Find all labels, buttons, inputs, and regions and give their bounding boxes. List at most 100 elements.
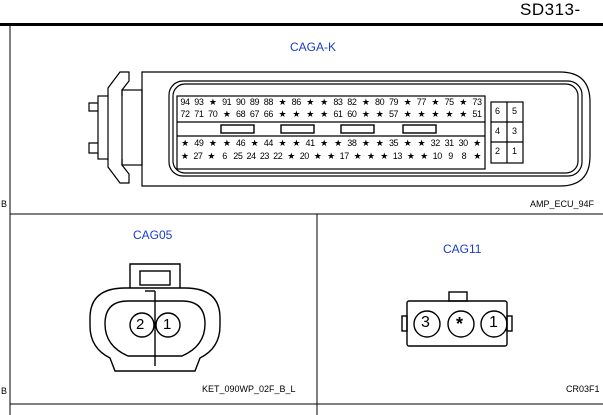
pin-cell: 9 [448,151,453,161]
pin-cell: ★ [278,138,287,148]
pin-cell: 30 [458,138,468,148]
pin-cell: ★ [222,138,231,148]
pin-cell: 75 [444,97,455,107]
cag11-pin-circles [413,310,508,338]
pin-cell: 27 [193,151,203,161]
pin-cell: 32 [430,138,441,148]
pin-cell: 49 [194,138,204,148]
pin-cell: 17 [339,151,350,161]
pin-cell: ★ [417,138,426,148]
side-pin: 2 [495,146,501,156]
pin-cell: ★ [292,109,301,119]
pin-cell: 79 [388,97,399,107]
ecu-connector-body [88,71,591,187]
side-pin: 5 [512,106,518,116]
cag11-pin: 3 [421,314,430,331]
pin-cell: ★ [181,138,189,148]
cag05-pin-circles [129,312,181,338]
pin-cell: 82 [347,97,357,107]
edge-mark-b-1: B [1,199,8,209]
pin-cell: 23 [259,151,270,161]
pin-cell: 93 [194,97,204,107]
pin-cell: ★ [403,138,412,148]
edge-mark-b-2: B [1,386,8,396]
pin-cell: ★ [327,151,335,161]
pin-cell: 83 [333,97,343,107]
pin-cell: 70 [208,109,218,119]
pin-cell: 67 [249,109,260,119]
pin-cell: 25 [233,151,243,161]
pin-cell: ★ [406,151,415,161]
pin-cell: ★ [375,138,384,148]
pin-cell: ★ [278,97,287,107]
pin-cell: ★ [375,109,384,119]
side-pin: 3 [512,126,518,136]
top-rule [0,23,603,26]
pin-cell: ★ [306,97,314,107]
key-slots [220,124,437,134]
pin-cell: 51 [472,109,482,119]
side-pin: 6 [495,106,501,116]
pin-cell: 66 [263,109,274,119]
diagram-frame: CAGA-K AMP_ECU_94F B CAG05 KET_090WP_02F… [0,26,603,415]
pin-cell: ★ [459,97,467,107]
pin-cell: ★ [320,138,328,148]
cag11-part-code: CR03F1 [566,384,600,394]
pin-cell: 8 [461,151,467,161]
pin-cell: ★ [222,109,231,119]
pin-cell: 72 [180,109,190,119]
cag11-title: CAG11 [443,242,482,256]
pin-cell: 44 [263,138,274,148]
side-pin: 4 [495,126,501,136]
cag11-pin: 1 [489,314,498,331]
pin-cell: 91 [222,97,232,107]
pin-cell: 86 [291,97,302,107]
pin-cell: 38 [347,138,357,148]
pin-cell: ★ [208,97,217,107]
pin-cell: 89 [249,97,260,107]
pin-cell: ★ [459,109,467,119]
pin-cell: 13 [392,151,403,161]
pin-cell: ★ [473,138,481,148]
side-pin: 1 [512,146,518,156]
pin-cell: 68 [235,109,246,119]
pin-cell: ★ [431,97,440,107]
pin-cell: ★ [361,109,370,119]
pin-cell: 90 [235,97,246,107]
pin-cell: 41 [305,138,316,148]
pin-cell: ★ [320,97,328,107]
cag11-pin: * [456,314,464,334]
pin-cell: ★ [380,151,388,161]
pin-cell: 46 [235,138,246,148]
pin-cell: ★ [292,138,301,148]
pin-cell: ★ [250,138,259,148]
cag05-part-code: KET_090WP_02F_B_L [202,384,296,394]
pin-cell: ★ [208,138,217,148]
pin-cell: ★ [403,109,412,119]
pin-cell: 24 [246,151,257,161]
pin-cell: ★ [361,138,370,148]
page-code: SD313- [520,0,581,19]
pin-cell: 88 [263,97,274,107]
cag05-pin: 1 [163,316,172,333]
pin-cell: 35 [388,138,399,148]
pin-cell: 10 [432,151,443,161]
cag05-body [89,263,221,372]
cag05-pin: 2 [136,316,145,333]
pin-cell: ★ [313,151,322,161]
pin-cell: 94 [180,97,190,107]
pin-cell: 77 [416,97,427,107]
pin-cell: 61 [333,109,343,119]
pin-cell: ★ [420,151,428,161]
pin-cell: ★ [431,109,440,119]
pin-cell: ★ [353,151,362,161]
pin-cell: ★ [417,109,426,119]
frame-lines [9,26,603,415]
pin-cell: ★ [334,138,342,148]
pin-cell: 73 [472,97,482,107]
caga-k-part-code: AMP_ECU_94F [530,199,595,209]
pin-cell: ★ [320,109,328,119]
